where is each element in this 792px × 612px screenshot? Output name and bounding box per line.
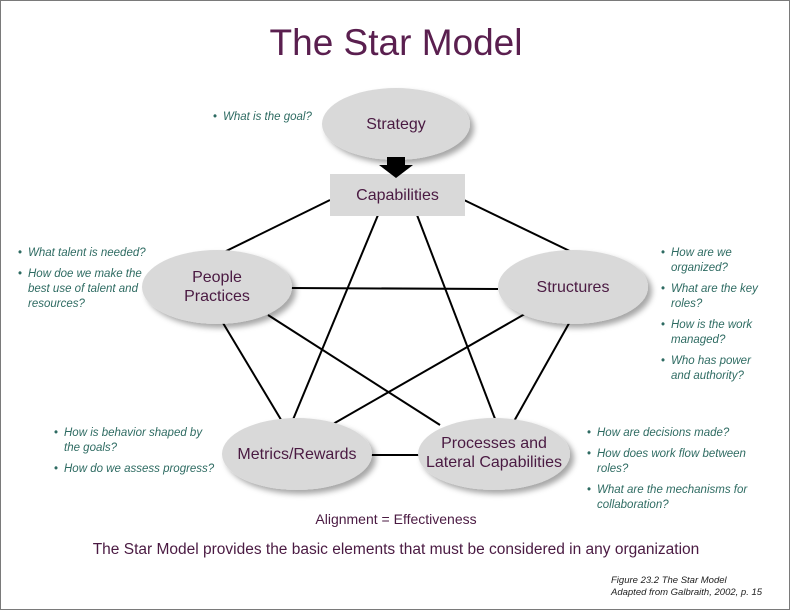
- edge-capabilities-processes: [416, 214, 498, 425]
- edge-structures-processes: [512, 317, 573, 424]
- structures-node: Structures: [498, 266, 648, 308]
- page-title: The Star Model: [269, 22, 523, 63]
- edge-people-structures: [289, 287, 499, 290]
- citation-line2: Adapted from Galbraith, 2002, p. 15: [611, 587, 763, 598]
- metrics-questions: How is behavior shaped by the goals? How…: [54, 426, 219, 483]
- processes-node: Processes and Lateral Capabilities: [416, 432, 572, 474]
- metrics-label: Metrics/Rewards: [237, 445, 357, 463]
- question-item: How does work flow between roles?: [587, 447, 767, 477]
- down-arrow-icon: [379, 157, 413, 178]
- question-item: What talent is needed?: [18, 246, 148, 261]
- processes-label-line2: Lateral Capabilities: [425, 454, 563, 471]
- question-item: How do we assess progress?: [54, 462, 219, 477]
- question-item: How is behavior shaped by the goals?: [54, 426, 219, 456]
- edge-capabilities-structures: [463, 199, 579, 256]
- metrics-rewards-node: Metrics/Rewards: [222, 433, 372, 475]
- strategy-questions: What is the goal?: [213, 110, 333, 131]
- edge-capabilities-people: [217, 199, 331, 256]
- footer-statement: The Star Model provides the basic elemen…: [92, 541, 700, 558]
- processes-questions: How are decisions made? How does work fl…: [587, 426, 767, 519]
- strategy-ellipse: [322, 88, 470, 160]
- processes-label-line1: Processes and: [441, 435, 547, 452]
- edge-people-metrics: [219, 317, 284, 424]
- edge-structures-metrics: [325, 310, 531, 429]
- question-item: How are decisions made?: [587, 426, 767, 441]
- capabilities-box: [330, 174, 465, 216]
- question-item: What are the key roles?: [661, 282, 771, 312]
- metrics-ellipse: [222, 418, 372, 490]
- question-item: Who has power and authority?: [661, 354, 771, 384]
- alignment-caption: Alignment = Effectiveness: [315, 511, 477, 527]
- figure-citation: Figure 23.2 The Star Model Adapted from …: [611, 575, 762, 599]
- people-ellipse: [142, 250, 292, 324]
- question-item: How doe we make the best use of talent a…: [18, 267, 148, 312]
- people-label-line1: People: [192, 269, 242, 286]
- capabilities-label: Capabilities: [356, 186, 439, 204]
- question-item: How is the work managed?: [661, 318, 771, 348]
- question-item: How are we organized?: [661, 246, 771, 276]
- people-practices-node: People Practices: [142, 266, 292, 308]
- structures-ellipse: [498, 250, 648, 324]
- citation-line1: Figure 23.2 The Star Model: [611, 575, 727, 586]
- edge-people-processes: [267, 314, 441, 426]
- question-item: What is the goal?: [213, 110, 333, 125]
- people-questions: What talent is needed? How doe we make t…: [18, 246, 148, 318]
- people-label-line2: Practices: [184, 288, 250, 305]
- strategy-node: Strategy: [322, 104, 470, 144]
- processes-ellipse: [418, 418, 570, 490]
- capabilities-node: Capabilities: [330, 174, 465, 216]
- structures-questions: How are we organized? What are the key r…: [661, 246, 771, 390]
- structures-label: Structures: [536, 278, 610, 296]
- edge-capabilities-metrics: [291, 214, 379, 423]
- question-item: What are the mechanisms for collaboratio…: [587, 483, 767, 513]
- strategy-label: Strategy: [366, 115, 426, 133]
